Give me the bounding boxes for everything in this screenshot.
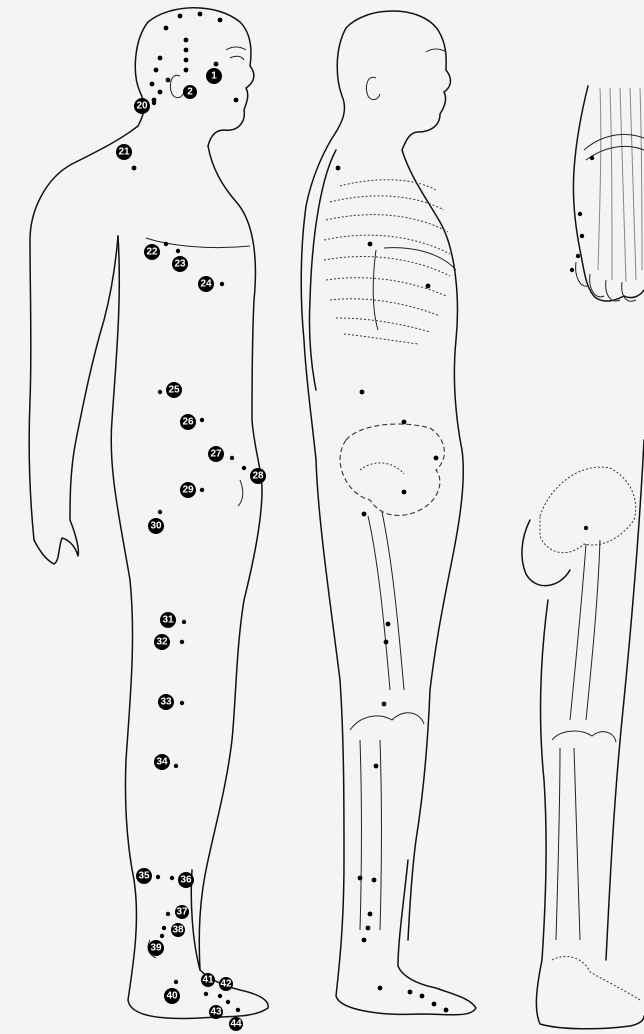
point-23: 23 [172,249,188,272]
svg-text:44: 44 [230,1019,242,1030]
point-27: 27 [208,446,234,462]
leg-skeleton-figure [522,440,644,1029]
svg-text:36: 36 [180,875,192,886]
point-28: 28 [242,466,266,484]
body-figure-middle [301,11,476,1015]
svg-text:30: 30 [150,521,162,532]
svg-text:20: 20 [136,101,148,112]
toes [576,262,636,301]
point-31: 31 [160,612,186,628]
back-outline-middle [301,132,336,460]
svg-text:40: 40 [166,991,178,1002]
point-21: 21 [116,144,132,160]
arm-outline [34,236,118,564]
svg-text:23: 23 [174,259,186,270]
svg-text:21: 21 [118,147,130,158]
femur [368,512,404,690]
knee-joint [350,713,424,730]
svg-text:33: 33 [160,697,172,708]
point-22: 22 [144,242,168,260]
groin-line [238,480,243,506]
point-40: 40 [164,980,180,1004]
svg-text:28: 28 [252,471,264,482]
eyebrow [226,47,246,50]
front-outline-middle [402,150,463,560]
svg-text:39: 39 [150,943,162,954]
pelvis-right [540,467,636,553]
point-36: 36 [170,872,194,888]
point-33: 33 [158,694,184,710]
point-25: 25 [158,382,182,398]
eye [230,56,244,60]
point-35: 35 [136,868,160,884]
back-outline [29,126,138,540]
armpit-line [146,238,250,248]
foot-bones-right [552,956,640,1000]
leg-outline-middle [316,460,476,1015]
point-1: 1 [206,68,222,84]
point-2: 2 [183,85,197,99]
point-24: 24 [198,276,224,292]
svg-text:37: 37 [176,907,188,918]
svg-text:43: 43 [210,1007,222,1018]
tibia [360,740,382,930]
point-30: 30 [148,510,164,534]
tibia-right [556,748,580,940]
body-figure-left: 1 2 20 21 22 23 24 25 26 27 28 29 30 31 … [29,8,268,1031]
point-label: 1 [211,71,217,82]
ear-middle [366,77,380,99]
ear [170,75,184,97]
svg-text:27: 27 [210,449,222,460]
svg-text:41: 41 [202,975,214,986]
svg-text:25: 25 [168,385,180,396]
pelvis-inner [360,463,404,474]
svg-text:34: 34 [156,757,168,768]
pelvis [340,424,444,515]
svg-text:24: 24 [200,279,212,290]
svg-text:31: 31 [162,615,174,626]
ribcage [324,180,456,344]
point-41: 41 [201,973,215,996]
svg-text:22: 22 [146,247,158,258]
svg-text:29: 29 [182,485,194,496]
svg-text:42: 42 [220,979,232,990]
svg-text:38: 38 [172,925,184,936]
point-38: 38 [162,923,185,937]
point-42: 42 [218,977,233,998]
head-outline [135,8,254,146]
middle-figure-points [336,166,449,1013]
buttock-outline [111,236,268,1018]
svg-text:32: 32 [156,637,168,648]
point-39: 39 [148,934,164,956]
point-26: 26 [180,414,204,430]
foot-tendons [584,88,644,282]
point-37: 37 [166,905,189,919]
point-29: 29 [180,482,204,498]
point-32: 32 [154,634,184,650]
knee-right [552,731,616,742]
eyebrow-middle [426,49,446,52]
svg-text:2: 2 [187,87,193,98]
svg-text:26: 26 [182,417,194,428]
foot-detail-figure [570,86,644,301]
front-leg-outline [199,490,262,970]
head-outline-middle [336,11,450,150]
femur-right [570,540,600,720]
point-34: 34 [154,754,178,770]
point-44: 44 [229,1008,243,1031]
upper-arm-middle [309,150,336,390]
svg-text:35: 35 [138,871,150,882]
front-torso-outline [208,146,262,490]
